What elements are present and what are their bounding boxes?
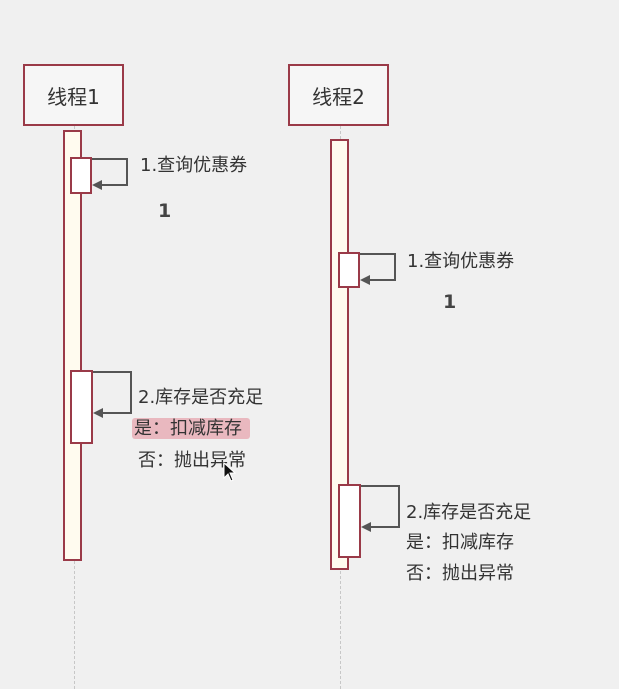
thread-2-step2-label: 2.库存是否充足 <box>406 502 532 523</box>
thread-2-yes-branch: 是：扣减库存 <box>406 532 514 553</box>
thread-1-step1-activation[interactable] <box>70 157 92 194</box>
thread-2-name: 线程2 <box>312 84 365 109</box>
thread-1-step1-self-arrow <box>92 158 128 190</box>
thread-2-header[interactable]: 线程2 <box>288 64 389 126</box>
thread-2-step1-self-arrow <box>360 253 396 285</box>
mouse-cursor-icon <box>223 462 237 482</box>
thread-1-step2-self-arrow <box>93 371 132 418</box>
thread-2-step2-self-arrow <box>361 485 400 532</box>
thread-2-step1-activation[interactable] <box>338 252 360 288</box>
thread-1-yes-branch[interactable]: 是：扣减库存 <box>132 417 250 441</box>
thread-2-step2-activation[interactable] <box>338 484 361 558</box>
thread-1-step2-label: 2.库存是否充足 <box>138 387 264 408</box>
thread-1-step2-activation[interactable] <box>70 370 93 444</box>
thread-2-coupon-count: 1 <box>443 291 457 313</box>
thread-1-activation-bar[interactable] <box>63 130 82 561</box>
thread-1-no-branch: 否：抛出异常 <box>138 450 246 471</box>
thread-1-header[interactable]: 线程1 <box>23 64 124 126</box>
thread-2-activation-bar[interactable] <box>330 139 349 570</box>
thread-1-coupon-count: 1 <box>158 200 172 222</box>
thread-2-step1-label: 1.查询优惠券 <box>407 251 515 272</box>
thread-1-step1-label: 1.查询优惠券 <box>140 155 248 176</box>
thread-1-yes-highlight: 是：扣减库存 <box>132 418 250 439</box>
thread-2-no-branch: 否：抛出异常 <box>406 563 514 584</box>
thread-1-name: 线程1 <box>47 84 100 109</box>
